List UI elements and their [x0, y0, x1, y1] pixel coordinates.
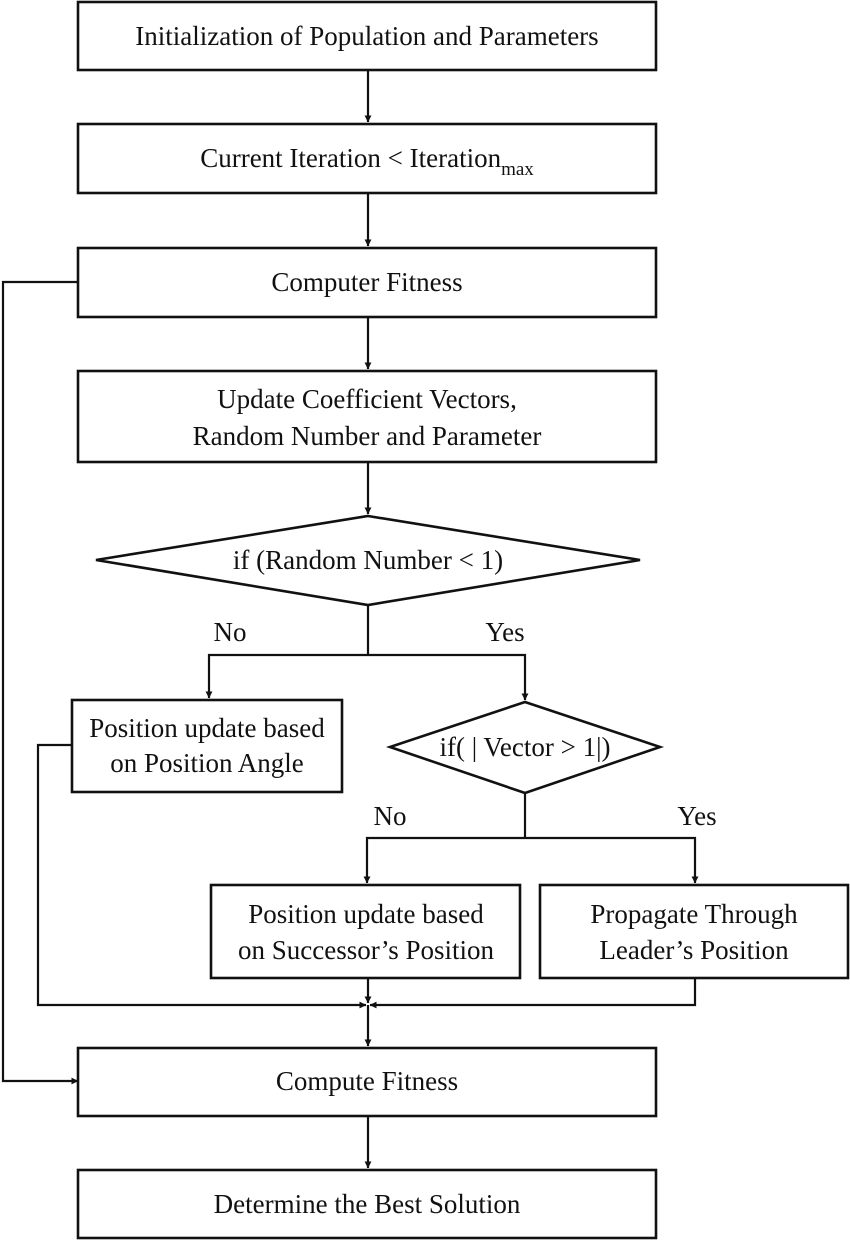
update-label-line1: Update Coefficient Vectors,: [217, 384, 517, 414]
successor-line2: on Successor’s Position: [238, 935, 495, 965]
decision-random-yes-label: Yes: [485, 617, 524, 647]
decision-vector-diamond: if( | Vector > 1|): [385, 700, 665, 795]
leader-line1: Propagate Through: [590, 899, 798, 929]
decision-random-label: if (Random Number < 1): [233, 545, 503, 575]
connector-fitness-bypass: [1, 280, 79, 1085]
init-label: Initialization of Population and Paramet…: [135, 21, 598, 51]
computer-fitness-label: Computer Fitness: [271, 267, 462, 297]
connector-vector-no-branch: [363, 836, 525, 884]
iteration-label-main: Current Iteration < Iteration: [200, 143, 501, 173]
decision-vector-no-label: No: [374, 801, 407, 831]
connector-leader-to-merge: [369, 978, 697, 1009]
iteration-label: Current Iteration < Iterationmax: [200, 143, 534, 180]
connector-vector-yes-branch: [525, 836, 699, 884]
decision-vector-yes-label: Yes: [677, 801, 716, 831]
connector-angle-to-merge: [36, 743, 367, 1009]
position-angle-line2: on Position Angle: [110, 748, 304, 778]
best-solution-label: Determine the Best Solution: [214, 1189, 521, 1219]
update-label-line2: Random Number and Parameter: [193, 421, 542, 451]
connector-decision-no-branch: [205, 653, 368, 699]
successor-line1: Position update based: [248, 899, 484, 929]
successor-box: Position update based on Successor’s Pos…: [209, 883, 522, 980]
init-box: Initialization of Population and Paramet…: [76, 0, 658, 72]
iteration-box: Current Iteration < Iterationmax: [76, 122, 658, 195]
compute-fitness-box: Compute Fitness: [76, 1046, 658, 1118]
update-box: Update Coefficient Vectors, Random Numbe…: [76, 369, 658, 464]
decision-random-no-label: No: [214, 617, 247, 647]
leader-box: Propagate Through Leader’s Position: [538, 883, 850, 980]
decision-vector-label: if( | Vector > 1|): [440, 732, 611, 762]
computer-fitness-box: Computer Fitness: [76, 246, 658, 319]
best-solution-box: Determine the Best Solution: [76, 1168, 658, 1240]
decision-random-diamond: if (Random Number < 1): [95, 514, 641, 607]
leader-line2: Leader’s Position: [599, 935, 789, 965]
connector-decision-yes-branch: [368, 653, 529, 701]
compute-fitness-label: Compute Fitness: [276, 1066, 458, 1096]
position-angle-box: Position update based on Position Angle: [70, 698, 344, 794]
position-angle-line1: Position update based: [89, 713, 325, 743]
iteration-label-subscript: max: [501, 159, 534, 180]
